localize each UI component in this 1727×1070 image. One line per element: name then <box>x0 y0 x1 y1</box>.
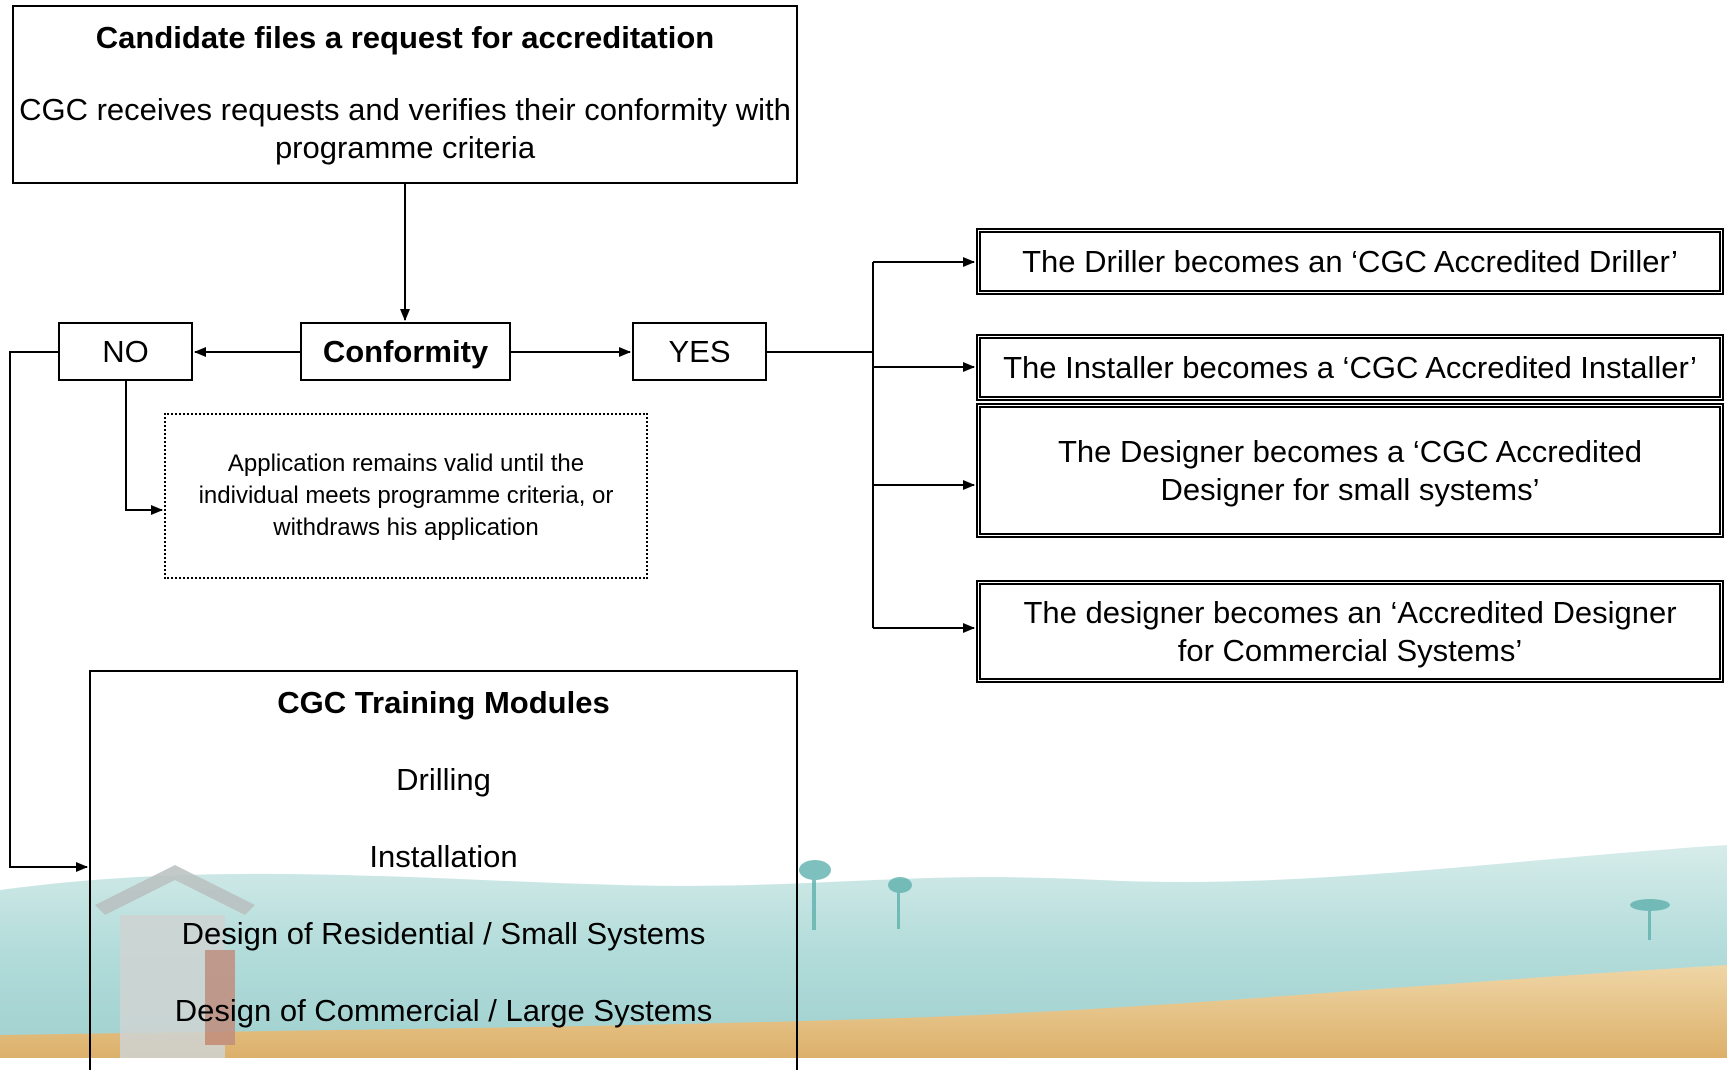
outcome-installer: The Installer becomes a ‘CGC Accredited … <box>976 334 1724 401</box>
outcome-designer-small: The Designer becomes a ‘CGC Accredited D… <box>976 403 1724 538</box>
note-text: Application remains valid until the indi… <box>198 450 614 541</box>
no-branch: NO <box>58 322 193 381</box>
house-icon <box>95 865 255 1058</box>
training-module-item: Installation <box>369 839 518 874</box>
yes-label: YES <box>668 333 731 369</box>
training-module-item: Drilling <box>396 762 491 797</box>
outcome-driller: The Driller becomes an ‘CGC Accredited D… <box>976 228 1724 295</box>
training-title: CGC Training Modules <box>277 685 610 720</box>
training-module-item: Design of Commercial / Large Systems <box>174 993 713 1028</box>
request-title: Candidate files a request for accreditat… <box>95 20 715 55</box>
outcome-designer-small-text: The Designer becomes a ‘CGC Accredited D… <box>1057 433 1643 507</box>
training-modules-box: CGC Training Modules Drilling Installati… <box>89 670 798 1070</box>
training-module-item: Design of Residential / Small Systems <box>181 916 706 951</box>
outcome-driller-text: The Driller becomes an ‘CGC Accredited D… <box>1022 243 1678 279</box>
conformity-decision: Conformity <box>300 322 511 381</box>
request-box: Candidate files a request for accreditat… <box>12 5 798 184</box>
conformity-label: Conformity <box>322 333 489 369</box>
outcome-designer-commercial-text: The designer becomes an ‘Accredited Desi… <box>1023 594 1677 668</box>
yes-branch: YES <box>632 322 767 381</box>
no-label: NO <box>102 333 149 369</box>
tree-icons <box>799 860 1670 940</box>
outcome-installer-text: The Installer becomes a ‘CGC Accredited … <box>1003 349 1697 385</box>
pending-application-note: Application remains valid until the indi… <box>164 413 648 579</box>
request-subtitle: CGC receives requests and verifies their… <box>19 92 791 165</box>
outcome-designer-commercial: The designer becomes an ‘Accredited Desi… <box>976 580 1724 683</box>
